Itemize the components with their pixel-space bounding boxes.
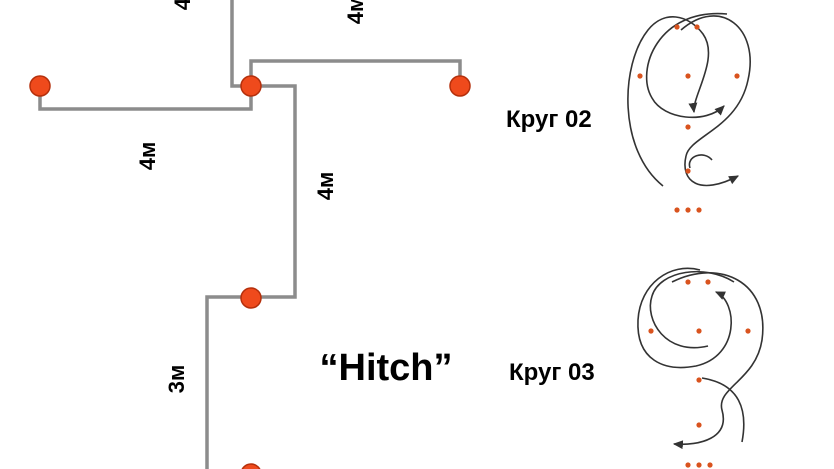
- figure-02-dot: [637, 73, 643, 79]
- top-vertical-path: [230, 0, 251, 88]
- figure-03-dot: [705, 279, 711, 285]
- cone-markers: [29, 75, 471, 469]
- figure-03-dot: [685, 279, 691, 285]
- pattern-title: “Hitch”: [320, 347, 453, 389]
- figure-02-dot: [696, 207, 702, 213]
- lower-path: [205, 295, 251, 469]
- distance-label-middle: 4м: [313, 172, 338, 201]
- circle-label-03: Круг 03: [509, 359, 595, 386]
- distance-label-top-left: 4м: [170, 0, 195, 10]
- figure-02-dot: [685, 207, 691, 213]
- cone-marker-bottom: [241, 463, 261, 469]
- figure-03-right-loop: [671, 272, 764, 450]
- figure-02-dot: [694, 24, 700, 30]
- figure-03-inner-loop: [649, 270, 735, 349]
- distance-label-lower: 3м: [164, 365, 189, 394]
- distance-label-top-right: 4м: [343, 0, 368, 24]
- cone-marker-right: [449, 75, 471, 97]
- figure-02-outer-loop: [627, 16, 710, 187]
- distance-label-left-branch: 4м: [135, 142, 160, 171]
- figure-03-outer-loop: [637, 267, 733, 369]
- figure-03-dot: [696, 462, 702, 468]
- figure-02-dot: [685, 168, 691, 174]
- cone-marker-middle: [240, 287, 262, 309]
- figure-02-hook: [688, 154, 713, 169]
- figure-03-dot: [696, 422, 702, 428]
- pattern-figure-03: [637, 267, 764, 468]
- figure-02-dot: [674, 24, 680, 30]
- figure-02-right-loop: [680, 15, 751, 187]
- figure-03-tail: [701, 377, 745, 443]
- figure-02-dot: [734, 73, 740, 79]
- cone-marker-left: [29, 75, 51, 97]
- circle-label-02: Круг 02: [506, 106, 592, 133]
- figure-03-dot: [685, 462, 691, 468]
- figure-03-dot: [696, 328, 702, 334]
- figure-02-inner-loop: [645, 12, 728, 119]
- right-branch-path: [249, 59, 462, 86]
- figure-03-dot: [648, 328, 654, 334]
- pattern-figure-02: [627, 12, 751, 213]
- cone-marker-center: [240, 75, 262, 97]
- middle-zigzag-path: [251, 84, 297, 299]
- figure-02-dot: [685, 73, 691, 79]
- left-branch-path: [38, 86, 253, 111]
- figure-02-dot: [674, 207, 680, 213]
- figure-03-dot: [696, 377, 702, 383]
- path-lines: [38, 0, 462, 469]
- figure-03-dot: [745, 328, 751, 334]
- figure-02-dot: [685, 124, 691, 130]
- figure-03-dot: [707, 462, 713, 468]
